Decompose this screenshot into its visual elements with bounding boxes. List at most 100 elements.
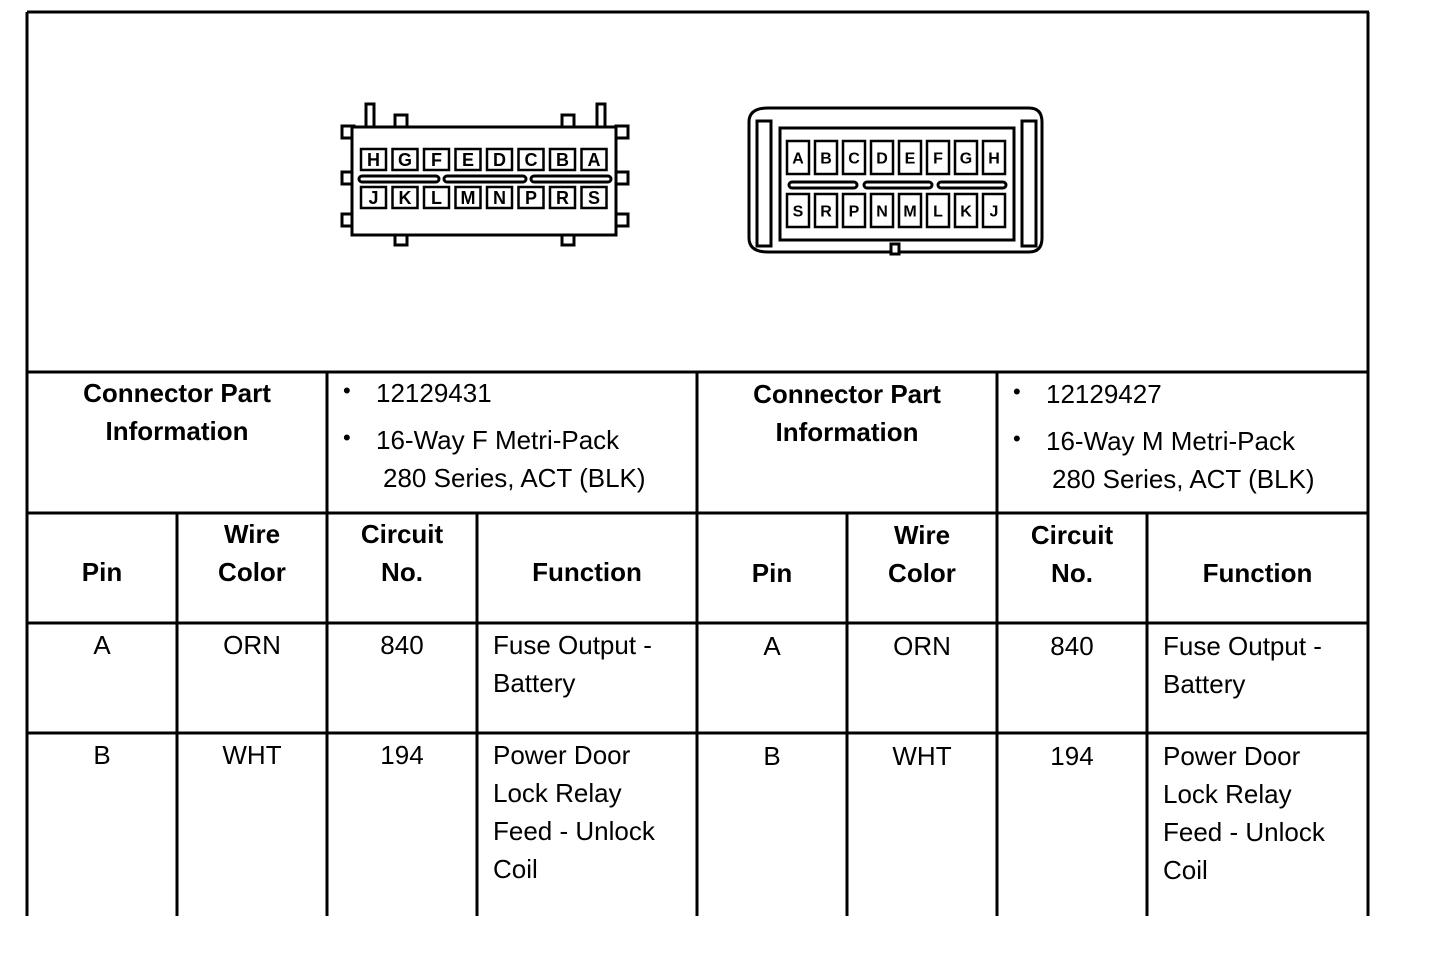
bullet-icon: • <box>343 425 351 450</box>
pin-cavity <box>548 147 577 172</box>
pin-label: B <box>556 150 569 170</box>
column-header-wire-color: Wire Color <box>847 516 997 592</box>
function-line: Feed - Unlock <box>1163 817 1325 847</box>
pin-cavity <box>359 185 388 210</box>
pin-cavity <box>869 139 895 176</box>
pin-cavity <box>925 139 951 176</box>
connector-description-line2: 280 Series, ACT (BLK) <box>383 463 646 493</box>
pin-cavity <box>517 147 545 172</box>
header-line: Wire <box>223 519 281 549</box>
table-cell-wire-color: WHT <box>892 741 952 771</box>
header-line: No. <box>381 557 423 587</box>
pin-label: J <box>990 203 999 220</box>
function-line: Lock Relay <box>1163 779 1292 809</box>
table-cell-circuit: 194 <box>1050 741 1094 771</box>
pin-label: S <box>793 203 804 220</box>
connector-part-information-label: Connector Part Information <box>27 374 327 450</box>
table-cell-circuit: 840 <box>380 630 424 660</box>
header-line: Wire <box>893 520 951 550</box>
part-number: 12129427 <box>1046 379 1162 409</box>
table-cell-circuit: 840 <box>1050 631 1094 661</box>
table-cell-function: Power Door Lock Relay Feed - Unlock Coil <box>493 736 655 888</box>
function-line: Fuse Output - <box>1163 631 1322 661</box>
pin-cavity <box>897 192 923 229</box>
connector-description-line2: 280 Series, ACT (BLK) <box>1052 464 1315 494</box>
pin-cavity <box>869 192 895 229</box>
pin-label: J <box>368 188 378 208</box>
table-cell-wire-color: WHT <box>222 740 282 770</box>
pin-label: R <box>556 188 569 208</box>
function-line: Fuse Output - <box>493 630 652 660</box>
label-line: Connector Part <box>753 379 941 409</box>
table-cell-wire-color: ORN <box>223 630 281 660</box>
pin-cavity <box>580 185 608 210</box>
pin-label: E <box>462 150 474 170</box>
table-cell-function: Power Door Lock Relay Feed - Unlock Coil <box>1163 737 1325 889</box>
pin-label: B <box>820 150 832 167</box>
pin-cavity <box>813 192 839 229</box>
pin-label: P <box>525 188 537 208</box>
function-line: Lock Relay <box>493 778 622 808</box>
pin-label: E <box>905 150 916 167</box>
column-header-pin: Pin <box>81 557 123 587</box>
pin-cavity <box>548 185 577 210</box>
table-cell-circuit: 194 <box>380 740 424 770</box>
function-line: Battery <box>493 668 576 698</box>
pin-label: R <box>820 203 832 220</box>
table-cell-pin: B <box>93 740 111 770</box>
pin-label: H <box>367 150 380 170</box>
function-line: Coil <box>1163 855 1208 885</box>
pin-cavity <box>422 185 451 210</box>
pin-cavity <box>359 147 388 172</box>
pin-cavity <box>841 139 867 176</box>
pin-cavity <box>981 139 1007 176</box>
table-cell-pin: B <box>763 741 781 771</box>
connector-part-information-label: Connector Part Information <box>697 375 997 451</box>
table-cell-pin: A <box>763 631 781 661</box>
pin-cavity <box>391 185 419 210</box>
pin-cavity <box>897 139 923 176</box>
column-header-function: Function <box>1202 558 1313 588</box>
pin-label: D <box>876 150 888 167</box>
header-line: Color <box>888 558 956 588</box>
pin-label: M <box>903 203 916 220</box>
pin-cavity <box>454 147 482 172</box>
header-line: Circuit <box>360 519 444 549</box>
pin-cavity <box>485 147 514 172</box>
column-header-circuit-no: Circuit No. <box>997 516 1147 592</box>
pin-label: L <box>431 188 442 208</box>
pin-label: G <box>398 150 412 170</box>
function-line: Coil <box>493 854 538 884</box>
column-header-pin: Pin <box>751 558 793 588</box>
pin-cavity <box>422 147 451 172</box>
pin-label: H <box>988 150 1000 167</box>
header-line: Circuit <box>1030 520 1114 550</box>
table-cell-function: Fuse Output - Battery <box>493 626 652 702</box>
table-cell-wire-color: ORN <box>893 631 951 661</box>
pin-cavity <box>391 147 419 172</box>
column-header-wire-color: Wire Color <box>177 515 327 591</box>
function-line: Battery <box>1163 669 1246 699</box>
function-line: Power Door <box>1163 741 1301 771</box>
bullet-icon: • <box>1013 426 1021 451</box>
pin-cavity <box>981 192 1007 229</box>
pin-cavity <box>953 192 979 229</box>
function-line: Power Door <box>493 740 631 770</box>
pin-cavity <box>841 192 867 229</box>
pin-label: A <box>588 150 601 170</box>
pin-cavity <box>785 192 811 229</box>
function-line: Feed - Unlock <box>493 816 655 846</box>
pin-label: C <box>525 150 538 170</box>
pin-label: A <box>792 150 804 167</box>
pin-label: N <box>876 203 888 220</box>
pin-label: N <box>493 188 506 208</box>
pin-label: F <box>431 150 442 170</box>
pin-label: M <box>461 188 476 208</box>
pin-label: K <box>960 203 972 220</box>
pin-label: K <box>399 188 412 208</box>
part-number: 12129431 <box>376 378 492 408</box>
pin-label: P <box>849 203 860 220</box>
bullet-icon: • <box>343 378 351 403</box>
pin-label: F <box>933 150 943 167</box>
